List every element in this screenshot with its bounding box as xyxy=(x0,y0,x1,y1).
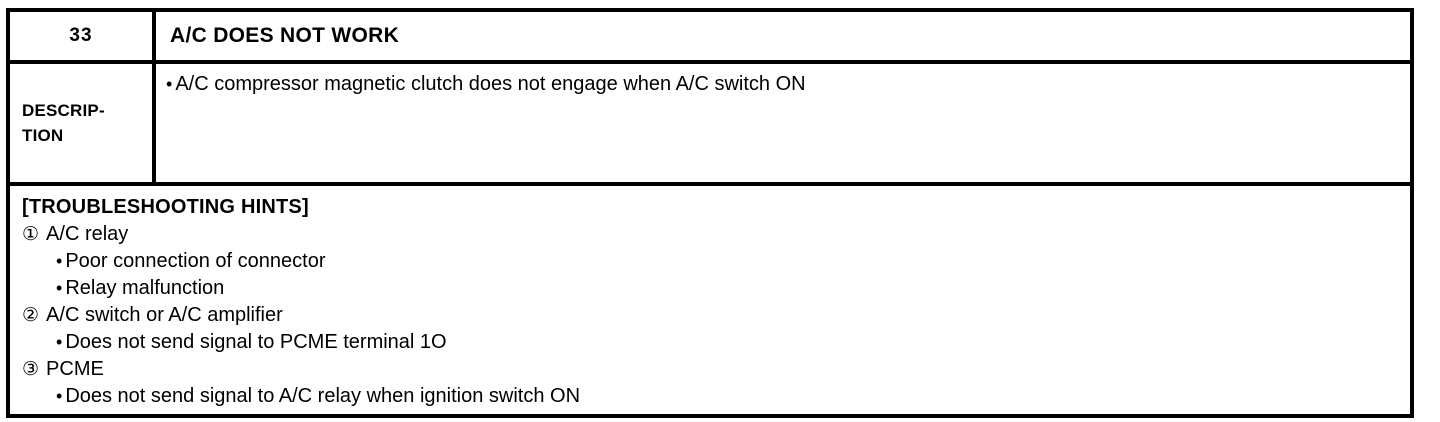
hint-subitem-text: Does not send signal to PCME terminal 1O xyxy=(65,331,447,353)
hint-label: PCME xyxy=(46,358,104,380)
hint-item: ② A/C switch or A/C amplifier xyxy=(22,302,1398,329)
hint-subitem-text: Relay malfunction xyxy=(65,277,225,299)
hint-label: A/C switch or A/C amplifier xyxy=(46,304,283,326)
hint-subitem: •Does not send signal to PCME terminal 1… xyxy=(22,329,1398,356)
bullet-icon: • xyxy=(166,74,173,94)
circled-number-icon: ③ xyxy=(22,359,40,380)
bullet-icon: • xyxy=(56,386,63,406)
description-label-line1: DESCRIP- xyxy=(22,101,105,120)
item-title-cell: A/C DOES NOT WORK xyxy=(152,8,1414,64)
bullet-icon: • xyxy=(56,332,63,352)
hint-subitem-text: Does not send signal to A/C relay when i… xyxy=(65,385,581,407)
page-title: A/C DOES NOT WORK xyxy=(170,24,400,47)
hint-subitem: •Poor connection of connector xyxy=(22,248,1398,275)
hint-subitem-text: Poor connection of connector xyxy=(65,250,326,272)
hint-subitem: •Does not send signal to A/C relay when … xyxy=(22,383,1398,410)
item-number-cell: 33 xyxy=(6,8,156,64)
hint-item: ③ PCME xyxy=(22,356,1398,383)
item-number: 33 xyxy=(69,25,93,46)
table-row: 33 A/C DOES NOT WORK xyxy=(6,8,1414,64)
troubleshooting-hints-heading: [TROUBLESHOOTING HINTS] xyxy=(22,196,309,218)
bullet-icon: • xyxy=(56,251,63,271)
description-label-cell: DESCRIP- TION xyxy=(6,60,156,186)
description-item: •A/C compressor magnetic clutch does not… xyxy=(166,71,1398,98)
circled-number-icon: ① xyxy=(22,224,40,245)
troubleshooting-table: 33 A/C DOES NOT WORK DESCRIP- TION •A/C … xyxy=(6,8,1414,418)
circled-number-icon: ② xyxy=(22,305,40,326)
hint-item: ① A/C relay xyxy=(22,221,1398,248)
description-label-line2: TION xyxy=(22,126,64,145)
hint-label: A/C relay xyxy=(46,223,129,245)
table-row: DESCRIP- TION •A/C compressor magnetic c… xyxy=(6,60,1414,186)
bullet-icon: • xyxy=(56,278,63,298)
hint-subitem: •Relay malfunction xyxy=(22,275,1398,302)
description-text: A/C compressor magnetic clutch does not … xyxy=(175,73,806,95)
description-body-cell: •A/C compressor magnetic clutch does not… xyxy=(152,60,1414,186)
